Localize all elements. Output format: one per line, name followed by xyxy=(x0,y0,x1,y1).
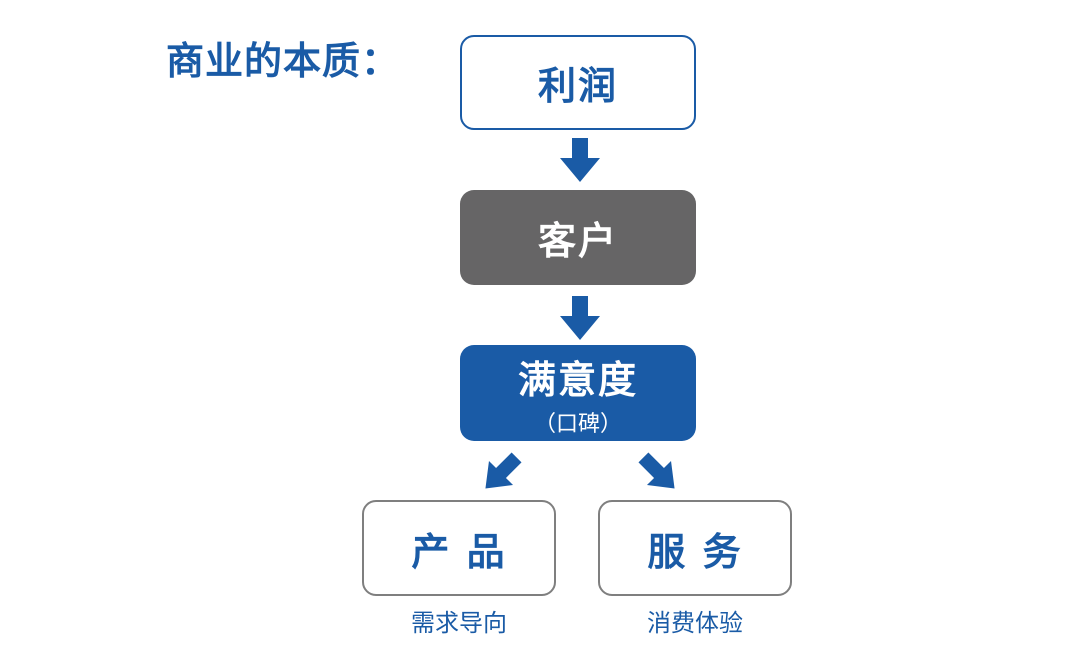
node-service: 服 务 xyxy=(598,500,792,596)
node-profit: 利润 xyxy=(460,35,696,130)
node-product: 产 品 xyxy=(362,500,556,596)
node-product-label: 产 品 xyxy=(411,529,507,574)
diagram-title: 商业的本质： xyxy=(166,39,401,83)
arrow-down-icon xyxy=(560,138,600,182)
node-customer: 客户 xyxy=(460,190,696,285)
arrow-down-icon xyxy=(560,296,600,340)
node-customer-label: 客户 xyxy=(537,219,618,263)
node-product-caption: 需求导向 xyxy=(411,609,507,637)
node-satisfaction-sublabel: （口碑） xyxy=(533,411,622,437)
arrow-down-right-icon xyxy=(638,452,675,489)
node-service-label: 服 务 xyxy=(647,529,743,574)
node-satisfaction: 满意度 （口碑） xyxy=(460,345,696,441)
node-satisfaction-label: 满意度 xyxy=(517,357,638,402)
node-profit-label: 利润 xyxy=(537,64,618,108)
node-service-caption: 消费体验 xyxy=(647,609,743,637)
arrow-down-left-icon xyxy=(485,452,522,489)
